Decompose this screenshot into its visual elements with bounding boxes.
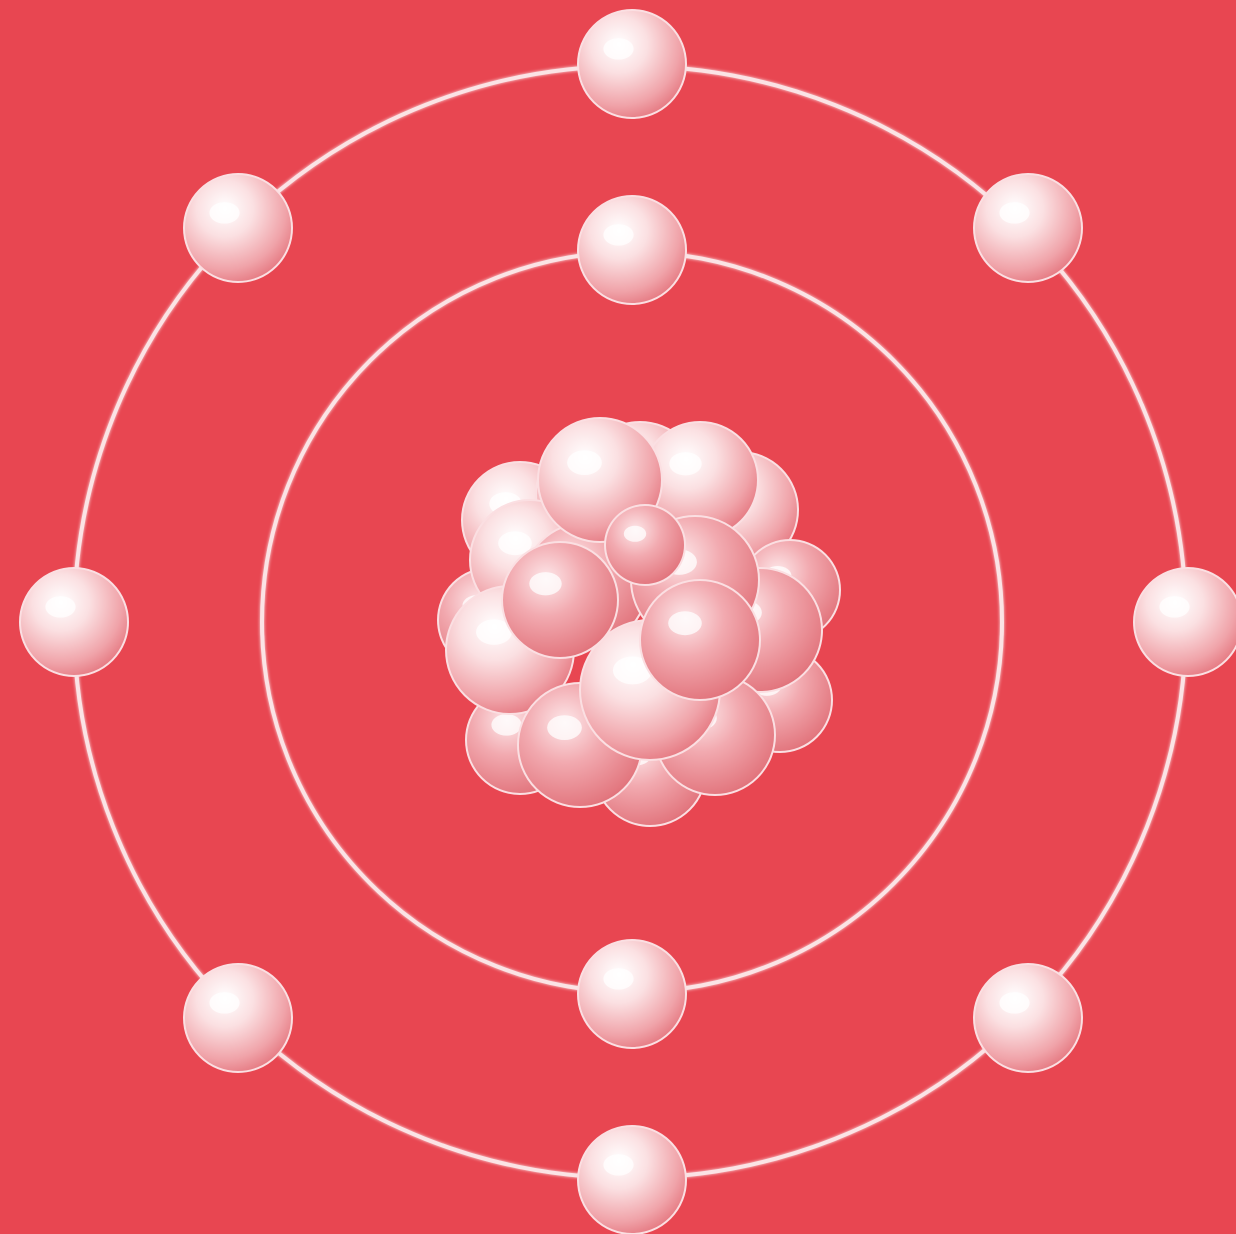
outer-electron (184, 174, 292, 282)
outer-electron (974, 174, 1082, 282)
inner-electron (578, 940, 686, 1048)
outer-electron (20, 568, 128, 676)
outer-electron (1134, 568, 1236, 676)
nucleus-particle (640, 580, 760, 700)
nucleus-particle (605, 505, 685, 585)
outer-electron (974, 964, 1082, 1072)
outer-electron (578, 10, 686, 118)
outer-electron (578, 1126, 686, 1234)
nucleus-particle (502, 542, 618, 658)
inner-electron (578, 196, 686, 304)
outer-electron (184, 964, 292, 1072)
